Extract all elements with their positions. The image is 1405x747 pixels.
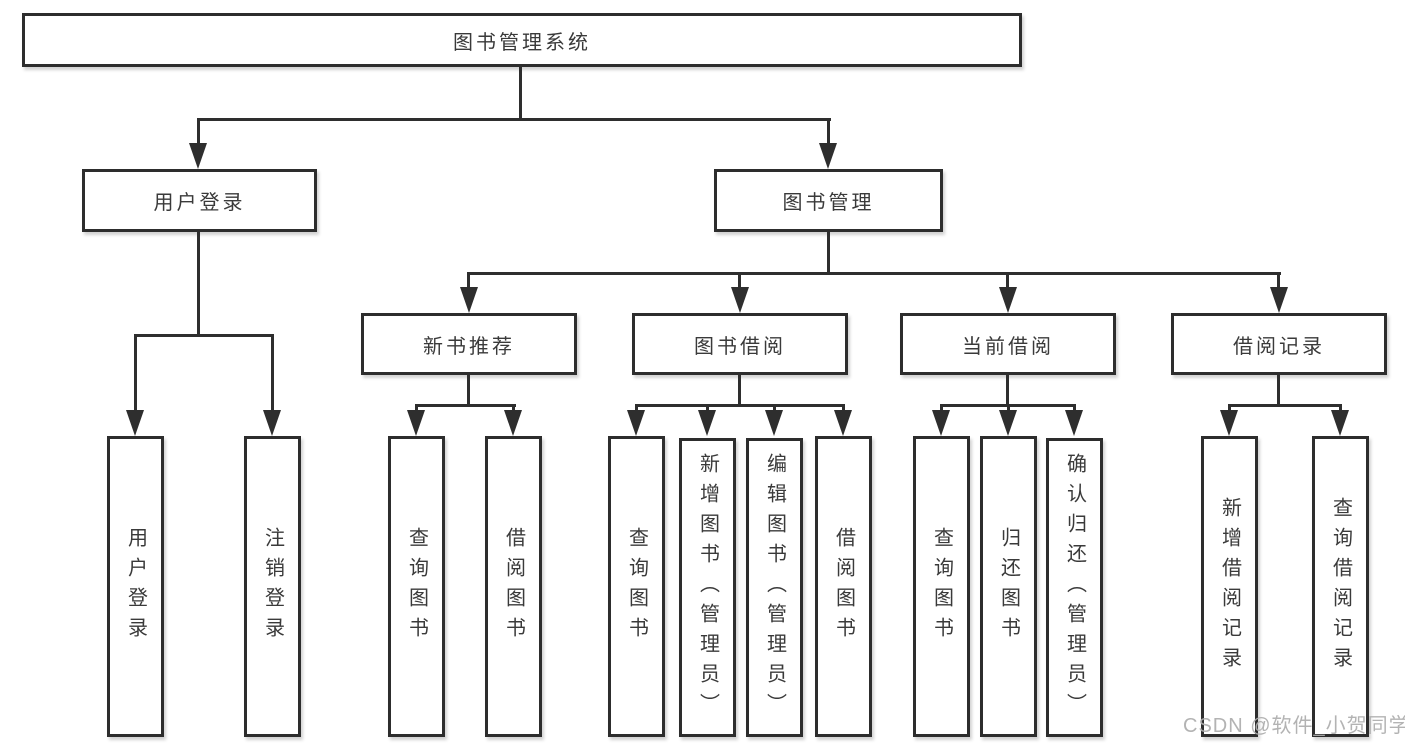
- connector-drop: [1277, 272, 1280, 290]
- connector-stem: [738, 375, 741, 404]
- connector-rail: [1228, 404, 1342, 407]
- arrowhead-down-icon: [627, 410, 645, 436]
- arrowhead-down-icon: [1331, 410, 1349, 436]
- node-current-borrow: 当前借阅: [900, 313, 1116, 375]
- arrowhead-down-icon: [126, 410, 144, 436]
- node-root: 图书管理系统: [22, 13, 1022, 67]
- arrowhead-down-icon: [407, 410, 425, 436]
- connector-drop: [738, 272, 741, 290]
- node-book-borrow-label: 图书借阅: [694, 335, 786, 358]
- connector-drop: [1073, 404, 1076, 414]
- leaf-add-books-admin: 新增图书（管理员）: [679, 438, 736, 737]
- arrowhead-down-icon: [932, 410, 950, 436]
- connector-root-stem: [519, 67, 522, 120]
- connector-drop: [134, 334, 137, 412]
- leaf-borrow-books-2-label: 借阅图书: [832, 526, 855, 647]
- node-new-book-recommend-label: 新书推荐: [423, 335, 515, 358]
- connector-rail: [635, 404, 845, 407]
- csdn-watermark: CSDN @软件_小贺同学: [1183, 715, 1405, 737]
- connector-book-mgmt-stem: [827, 232, 830, 272]
- leaf-borrow-books-2: 借阅图书: [815, 436, 872, 737]
- arrowhead-down-icon: [698, 410, 716, 436]
- connector-root-rail: [197, 118, 831, 121]
- connector-drop: [512, 404, 515, 414]
- arrowhead-down-icon: [1270, 287, 1288, 313]
- arrowhead-down-icon: [1220, 410, 1238, 436]
- connector-drop: [1228, 404, 1231, 414]
- leaf-confirm-return-admin-label: 确认归还（管理员）: [1063, 452, 1086, 723]
- connector-stem: [1277, 375, 1280, 404]
- connector-book-mgmt-rail: [467, 272, 1281, 275]
- connector-drop: [635, 404, 638, 414]
- leaf-query-books-3-label: 查询图书: [930, 526, 953, 647]
- connector-drop: [415, 404, 418, 414]
- node-borrow-records: 借阅记录: [1171, 313, 1387, 375]
- arrowhead-down-icon: [999, 410, 1017, 436]
- leaf-user-login-label: 用户登录: [124, 526, 147, 647]
- leaf-query-books-2-label: 查询图书: [625, 526, 648, 647]
- arrowhead-down-icon: [834, 410, 852, 436]
- leaf-return-books-label: 归还图书: [997, 526, 1020, 647]
- arrowhead-down-icon: [504, 410, 522, 436]
- leaf-logout: 注销登录: [244, 436, 301, 737]
- arrowhead-down-icon: [731, 287, 749, 313]
- leaf-query-books-1-label: 查询图书: [405, 526, 428, 647]
- leaf-query-books-1: 查询图书: [388, 436, 445, 737]
- arrowhead-down-icon: [460, 287, 478, 313]
- connector-user-login-stem: [197, 232, 200, 337]
- arrowhead-down-icon: [765, 410, 783, 436]
- leaf-confirm-return-admin: 确认归还（管理员）: [1046, 438, 1103, 737]
- leaf-edit-books-admin-label: 编辑图书（管理员）: [763, 452, 786, 723]
- leaf-borrow-books-1-label: 借阅图书: [502, 526, 525, 647]
- leaf-logout-label: 注销登录: [261, 526, 284, 647]
- leaf-return-books: 归还图书: [980, 436, 1037, 737]
- connector-drop: [827, 118, 830, 145]
- leaf-edit-books-admin: 编辑图书（管理员）: [746, 438, 803, 737]
- node-current-borrow-label: 当前借阅: [962, 335, 1054, 358]
- leaf-user-login: 用户登录: [107, 436, 164, 737]
- arrowhead-down-icon: [189, 143, 207, 169]
- leaf-query-borrow-record-label: 查询借阅记录: [1329, 496, 1352, 677]
- connector-drop: [1006, 272, 1009, 290]
- connector-drop: [706, 404, 709, 414]
- node-user-login: 用户登录: [82, 169, 317, 232]
- connector-rail: [415, 404, 516, 407]
- leaf-add-borrow-record: 新增借阅记录: [1201, 436, 1258, 737]
- connector-drop: [842, 404, 845, 414]
- leaf-add-borrow-record-label: 新增借阅记录: [1218, 496, 1241, 677]
- arrowhead-down-icon: [819, 143, 837, 169]
- node-book-management-label: 图书管理: [782, 192, 875, 214]
- arrowhead-down-icon: [999, 287, 1017, 313]
- connector-drop: [1339, 404, 1342, 414]
- leaf-query-books-3: 查询图书: [913, 436, 970, 737]
- connector-drop: [467, 272, 470, 290]
- connector-drop: [197, 118, 200, 145]
- connector-stem: [467, 375, 470, 404]
- connector-stem: [1006, 375, 1009, 404]
- leaf-query-books-2: 查询图书: [608, 436, 665, 737]
- arrowhead-down-icon: [263, 410, 281, 436]
- connector-user-login-rail: [134, 334, 274, 337]
- connector-drop: [1007, 404, 1010, 414]
- node-new-book-recommend: 新书推荐: [361, 313, 577, 375]
- node-book-borrow: 图书借阅: [632, 313, 848, 375]
- node-root-label: 图书管理系统: [453, 31, 591, 54]
- node-user-login-label: 用户登录: [153, 192, 246, 214]
- node-borrow-records-label: 借阅记录: [1233, 335, 1325, 358]
- arrowhead-down-icon: [1065, 410, 1083, 436]
- node-book-management: 图书管理: [714, 169, 943, 232]
- leaf-add-books-admin-label: 新增图书（管理员）: [696, 452, 719, 723]
- leaf-query-borrow-record: 查询借阅记录: [1312, 436, 1369, 737]
- leaf-borrow-books-1: 借阅图书: [485, 436, 542, 737]
- connector-drop: [940, 404, 943, 414]
- connector-drop: [271, 334, 274, 412]
- connector-drop: [773, 404, 776, 414]
